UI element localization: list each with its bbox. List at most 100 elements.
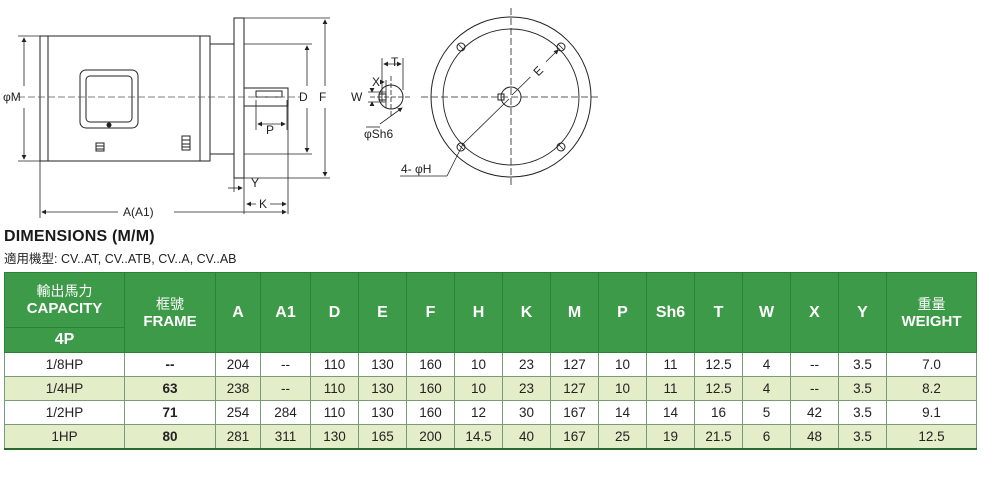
cell-weight: 7.0 xyxy=(886,352,977,377)
cell-weight: 8.2 xyxy=(886,376,977,401)
cell-frame: -- xyxy=(124,352,216,377)
applicable-models: 適用機型: CV..AT, CV..ATB, CV..A, CV..AB xyxy=(4,252,237,266)
cell-frame: 71 xyxy=(124,400,216,425)
cell-value: 165 xyxy=(358,424,407,450)
cell-value: 127 xyxy=(550,376,599,401)
cell-value: 40 xyxy=(502,424,551,450)
cell-value: 311 xyxy=(260,424,311,450)
cell-value: 3.5 xyxy=(838,424,887,450)
dim-label-y: Y xyxy=(251,176,259,190)
cell-value: 10 xyxy=(454,376,503,401)
cell-value: -- xyxy=(260,352,311,377)
cell-value: 127 xyxy=(550,352,599,377)
cell-value: 204 xyxy=(215,352,261,377)
cell-value: 12.5 xyxy=(694,376,743,401)
header-frame: 框號 FRAME xyxy=(124,272,216,353)
cell-value: 160 xyxy=(406,352,455,377)
cell-value: 254 xyxy=(215,400,261,425)
cell-value: 23 xyxy=(502,352,551,377)
cell-value: 200 xyxy=(406,424,455,450)
cell-value: 130 xyxy=(358,376,407,401)
cell-value: 160 xyxy=(406,376,455,401)
dim-label-sh6: φSh6 xyxy=(364,127,393,141)
header-col-y: Y xyxy=(838,272,887,353)
cell-value: 130 xyxy=(358,400,407,425)
cell-value: 160 xyxy=(406,400,455,425)
cell-value: 4 xyxy=(742,376,791,401)
header-capacity: 輸出馬力 CAPACITY xyxy=(4,272,125,328)
cell-value: -- xyxy=(260,376,311,401)
cell-capacity: 1/8HP xyxy=(4,352,125,377)
cell-value: 3.5 xyxy=(838,400,887,425)
shaft-section xyxy=(366,58,412,128)
cell-capacity: 1HP xyxy=(4,424,125,450)
dim-label-w: W xyxy=(351,90,363,104)
header-col-a1: A1 xyxy=(260,272,311,353)
header-poles: 4P xyxy=(4,327,125,353)
header-col-d: D xyxy=(310,272,359,353)
dim-label-a-a1: A(A1) xyxy=(123,205,154,219)
header-col-f: F xyxy=(406,272,455,353)
cell-value: 110 xyxy=(310,400,359,425)
cell-frame: 63 xyxy=(124,376,216,401)
header-col-m: M xyxy=(550,272,599,353)
cell-weight: 12.5 xyxy=(886,424,977,450)
technical-drawing: φM D F P Y K A(A1) T W X φSh6 xyxy=(0,0,984,222)
dim-label-t: T xyxy=(391,55,399,69)
dimensions-table: 輸出馬力 CAPACITY 框號 FRAME A A1 D E F H K M … xyxy=(4,272,977,450)
dim-label-holes: 4- φH xyxy=(401,162,431,176)
cell-value: 3.5 xyxy=(838,376,887,401)
cell-value: 167 xyxy=(550,424,599,450)
dim-label-k: K xyxy=(259,197,267,211)
cell-frame: 80 xyxy=(124,424,216,450)
flange-front-view xyxy=(400,8,601,188)
cell-value: 21.5 xyxy=(694,424,743,450)
cell-value: -- xyxy=(790,376,839,401)
cell-capacity: 1/4HP xyxy=(4,376,125,401)
cell-value: 25 xyxy=(598,424,647,450)
header-col-h: H xyxy=(454,272,503,353)
cell-value: 110 xyxy=(310,352,359,377)
cell-value: 19 xyxy=(646,424,695,450)
header-col-a: A xyxy=(215,272,261,353)
cell-value: 6 xyxy=(742,424,791,450)
dim-label-p: P xyxy=(266,123,274,137)
cell-value: -- xyxy=(790,352,839,377)
cell-weight: 9.1 xyxy=(886,400,977,425)
header-weight: 重量 WEIGHT xyxy=(886,272,977,353)
cell-value: 238 xyxy=(215,376,261,401)
cell-value: 110 xyxy=(310,376,359,401)
cell-value: 10 xyxy=(598,352,647,377)
cell-capacity: 1/2HP xyxy=(4,400,125,425)
header-col-x: X xyxy=(790,272,839,353)
cell-value: 12 xyxy=(454,400,503,425)
cell-value: 30 xyxy=(502,400,551,425)
dimensions-heading: DIMENSIONS (M/M) xyxy=(4,228,155,245)
cell-value: 14 xyxy=(598,400,647,425)
header-col-w: W xyxy=(742,272,791,353)
header-col-k: K xyxy=(502,272,551,353)
cell-value: 281 xyxy=(215,424,261,450)
dim-label-x: X xyxy=(372,75,380,89)
header-col-e: E xyxy=(358,272,407,353)
cell-value: 12.5 xyxy=(694,352,743,377)
cell-value: 11 xyxy=(646,352,695,377)
cell-value: 3.5 xyxy=(838,352,887,377)
cell-value: 14.5 xyxy=(454,424,503,450)
header-col-p: P xyxy=(598,272,647,353)
header-col-sh6: Sh6 xyxy=(646,272,695,353)
cell-value: 10 xyxy=(454,352,503,377)
dim-label-m: φM xyxy=(3,90,21,104)
cell-value: 130 xyxy=(358,352,407,377)
header-col-t: T xyxy=(694,272,743,353)
dim-label-f: F xyxy=(319,90,326,104)
cell-value: 10 xyxy=(598,376,647,401)
cell-value: 5 xyxy=(742,400,791,425)
cell-value: 11 xyxy=(646,376,695,401)
cell-value: 130 xyxy=(310,424,359,450)
